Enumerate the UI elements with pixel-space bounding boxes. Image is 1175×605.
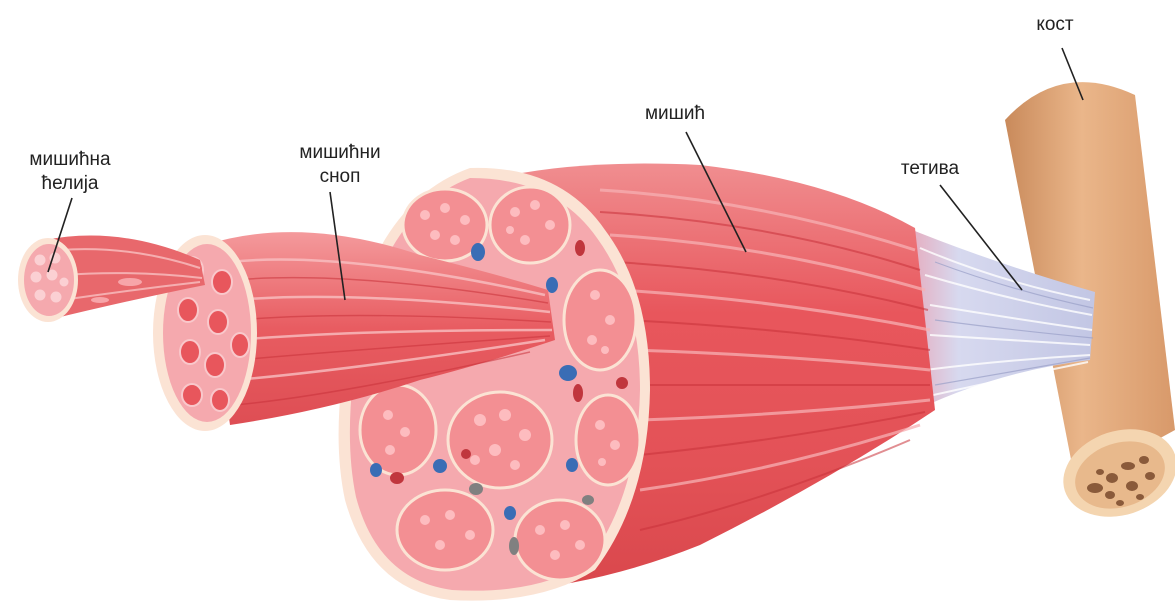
- label-muscle-cell-line1: мишићна: [15, 148, 125, 172]
- label-muscle-bundle-line2: сноп: [285, 165, 395, 189]
- label-bone: кост: [1010, 13, 1100, 37]
- label-tendon: тетива: [880, 157, 980, 181]
- label-muscle: мишић: [625, 102, 725, 126]
- label-muscle-cell: мишићна ћелија: [15, 148, 125, 196]
- label-muscle-bundle: мишићни сноп: [285, 141, 395, 189]
- label-muscle-cell-line2: ћелија: [15, 172, 125, 196]
- label-muscle-bundle-line1: мишићни: [285, 141, 395, 165]
